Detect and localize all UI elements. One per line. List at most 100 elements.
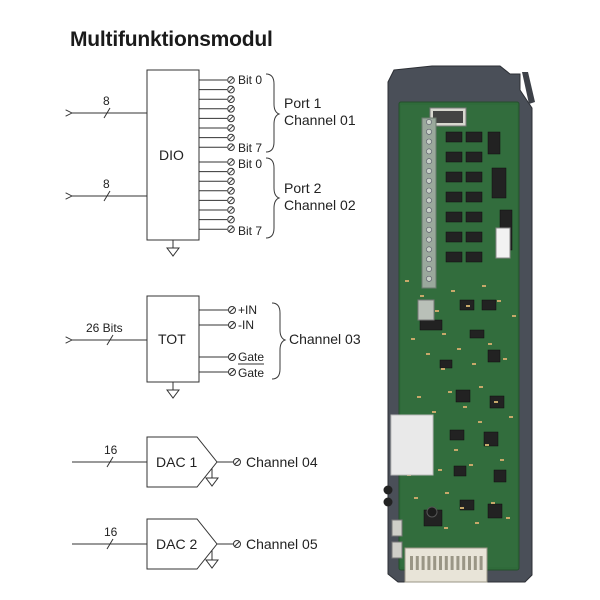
terminal-gate-bar [228, 368, 236, 376]
pcb-smd [478, 421, 482, 423]
dio-port2-pin [199, 187, 235, 195]
tot-channel: Channel 03 [289, 331, 361, 347]
pcb-smd [448, 391, 452, 393]
pcb-smd [441, 368, 445, 370]
dac2-channel: Channel 05 [246, 536, 318, 552]
dio-port2-pin [199, 215, 235, 224]
dac2-block [146, 518, 218, 570]
dio-port2-pin [199, 158, 235, 166]
pcb-chip [445, 131, 463, 143]
pcb-chip [493, 469, 507, 483]
pcb-smd [438, 469, 442, 471]
pcb-smd [472, 363, 476, 365]
dac1-bus-width: 16 [104, 443, 118, 457]
terminal-plus-in [228, 306, 236, 314]
screw-terminal [426, 128, 432, 135]
port2-bracket [265, 157, 281, 239]
dio-port1-pin [199, 76, 235, 84]
pcb-chip [465, 251, 483, 263]
screw-terminal [426, 177, 432, 184]
dac1-ground-icon [205, 477, 219, 487]
terminal-gate [228, 353, 236, 361]
screw-terminal [426, 148, 432, 155]
screw-terminal [426, 158, 432, 165]
dio-port1-pin [199, 124, 235, 132]
dio-port1-bus-width: 8 [103, 94, 110, 108]
pcb-smd [457, 348, 461, 350]
pcb-smd [509, 416, 513, 418]
screw-terminal [426, 275, 432, 282]
tot-block [146, 295, 200, 383]
pcb-smd [460, 507, 464, 509]
connector-pin [415, 556, 419, 570]
connector-pins [410, 556, 483, 570]
pcb-smd [463, 406, 467, 408]
screw-terminal [426, 207, 432, 214]
dio-block-label: DIO [159, 147, 184, 163]
connector-pin [456, 556, 460, 570]
pcb-chip [445, 251, 463, 263]
page-title: Multifunktionsmodul [70, 28, 273, 51]
dac2-bus-width: 16 [104, 525, 118, 539]
port1-bit0-label: Bit 0 [238, 73, 262, 87]
pcb-components [405, 119, 516, 529]
screw-terminal [426, 226, 432, 233]
tot-minus-in-label: -IN [238, 318, 254, 332]
pcb-smd [488, 343, 492, 345]
pcb-chip [465, 191, 483, 203]
dac1-channel: Channel 04 [246, 454, 318, 470]
dio-port2-pin [199, 177, 235, 185]
pcb-smd [414, 497, 418, 499]
screw-terminal [426, 138, 432, 145]
connector-pin [439, 556, 442, 570]
pcb-smd [491, 502, 495, 504]
pcb-smd [466, 305, 470, 307]
pcb-chip [445, 211, 463, 223]
pcb-chip [487, 503, 503, 519]
pcb-smd [469, 464, 473, 466]
pcb-chip [465, 131, 483, 143]
pcb-chip [487, 349, 501, 363]
dio-port2-bus-width: 8 [103, 177, 110, 191]
dac1-block [146, 436, 218, 488]
pcb-chip [449, 429, 465, 441]
pcb-smd [479, 386, 483, 388]
port1-bracket [265, 73, 281, 153]
screw-terminal [426, 168, 432, 174]
pcb-smd [500, 459, 504, 461]
tot-bracket [271, 302, 287, 380]
connector-pin [427, 556, 431, 570]
dio-port2-pin [199, 206, 235, 214]
dac1-section [72, 436, 233, 488]
pcb-smd [454, 449, 458, 451]
pcb-jumper [417, 299, 435, 321]
dac2-section [72, 518, 233, 570]
pcb-chip [465, 231, 483, 243]
dio-port1-pin [199, 85, 235, 94]
pcb-smd [494, 401, 498, 403]
pcb-smd [426, 353, 430, 355]
pcb-smd [497, 300, 501, 302]
pcb-chip [487, 131, 501, 155]
pcb-smd [435, 310, 439, 312]
dio-port1-pin [199, 95, 235, 103]
pcb-smd [445, 492, 449, 494]
pcb-smd [482, 285, 486, 287]
connector-pin [433, 556, 437, 570]
dio-port1-pin [199, 105, 235, 113]
dio-ground-icon [166, 247, 180, 257]
dio-block [146, 69, 200, 241]
port2-channel: Channel 02 [284, 197, 356, 213]
pcb-chip [439, 359, 453, 369]
pcb-chip [419, 319, 443, 331]
pcb-smd [451, 290, 455, 292]
dio-port1-pin [199, 143, 235, 151]
pcb-chip [481, 299, 497, 311]
port1-bit7-label: Bit 7 [238, 141, 262, 155]
screw-terminal [426, 266, 432, 272]
dac2-block-label: DAC 2 [156, 536, 197, 552]
port2-bit0-label: Bit 0 [238, 157, 262, 171]
pcb-smd [405, 280, 409, 282]
module-latch [522, 72, 535, 104]
